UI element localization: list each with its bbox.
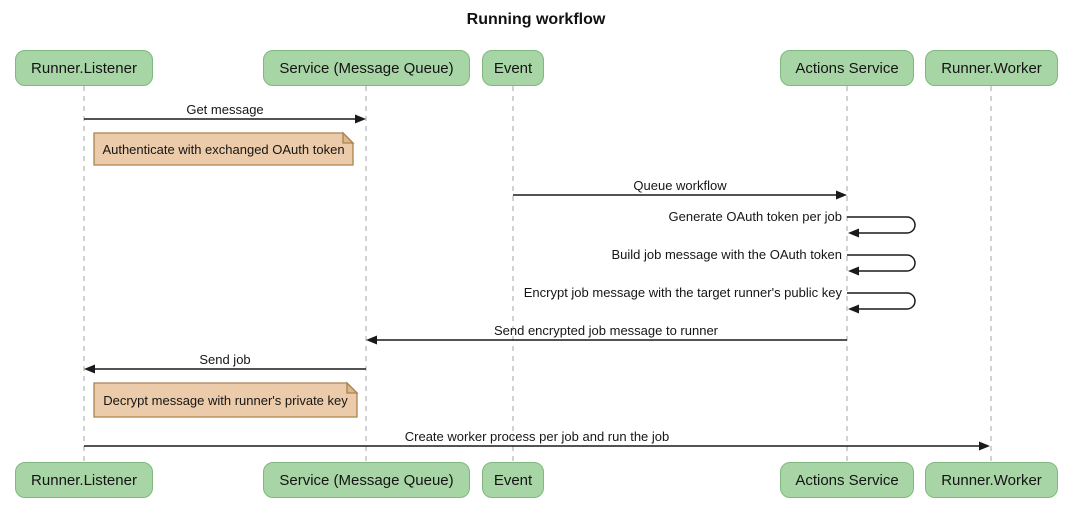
- participant-bottom-event: Event: [482, 462, 544, 498]
- arrow-build-job-message-self-loop: [847, 254, 916, 272]
- message-label-create-worker: Create worker process per job and run th…: [404, 429, 670, 444]
- message-label-send-encrypted: Send encrypted job message to runner: [493, 323, 719, 338]
- participant-bottom-actions-service: Actions Service: [780, 462, 914, 498]
- note-fold-corner: [346, 381, 359, 394]
- participant-top-runner-worker: Runner.Worker: [925, 50, 1058, 86]
- participant-label: Runner.Worker: [941, 59, 1042, 77]
- note-authenticate-oauth: Authenticate with exchanged OAuth token: [102, 141, 345, 157]
- diagram-title: Running workflow: [466, 11, 606, 28]
- note-shape-authenticate: [93, 131, 355, 166]
- arrowhead-build-job-message: [848, 266, 859, 276]
- participant-label: Actions Service: [795, 59, 899, 77]
- participant-top-actions-service: Actions Service: [780, 50, 914, 86]
- message-label-send-job: Send job: [199, 352, 251, 367]
- note-shapes: [93, 131, 359, 418]
- participant-label: Runner.Listener: [31, 59, 137, 77]
- note-decrypt-message: Decrypt message with runner's private ke…: [103, 392, 348, 408]
- arrowhead-create-worker: [979, 441, 990, 451]
- lifelines: [83, 86, 992, 462]
- arrowhead-encrypt-job-message: [848, 304, 859, 314]
- note-body: [93, 382, 358, 418]
- participant-label: Event: [493, 59, 533, 77]
- message-label-generate-oauth: Generate OAuth token per job: [668, 209, 842, 224]
- arrowhead-send-job: [84, 364, 95, 374]
- message-label-queue-workflow: Queue workflow: [633, 178, 727, 193]
- arrowhead-queue-workflow: [836, 190, 847, 200]
- note-fold-corner: [342, 131, 355, 144]
- participant-bottom-service-message-queue: Service (Message Queue): [263, 462, 470, 498]
- arrow-generate-oauth-self-loop: [847, 216, 916, 234]
- participant-label: Runner.Worker: [941, 471, 1042, 489]
- arrowheads: [84, 114, 990, 451]
- message-arrows: [84, 118, 980, 447]
- arrow-encrypt-job-message-self-loop: [847, 292, 916, 310]
- participant-top-runner-listener: Runner.Listener: [15, 50, 153, 86]
- note-shape-decrypt: [93, 381, 359, 418]
- participant-label: Service (Message Queue): [279, 471, 454, 489]
- message-label-encrypt-job-message: Encrypt job message with the target runn…: [523, 285, 842, 300]
- participant-bottom-runner-listener: Runner.Listener: [15, 462, 153, 498]
- participant-top-event: Event: [482, 50, 544, 86]
- arrowhead-send-encrypted: [366, 335, 377, 345]
- participant-label: Event: [493, 471, 533, 489]
- message-label-get-message: Get message: [186, 102, 264, 117]
- note-body: [93, 132, 354, 166]
- participant-bottom-runner-worker: Runner.Worker: [925, 462, 1058, 498]
- participant-label: Service (Message Queue): [279, 59, 454, 77]
- arrowhead-generate-oauth: [848, 228, 859, 238]
- participant-top-service-message-queue: Service (Message Queue): [263, 50, 470, 86]
- arrowhead-get-message: [355, 114, 366, 124]
- participant-label: Actions Service: [795, 471, 899, 489]
- participant-label: Runner.Listener: [31, 471, 137, 489]
- message-label-build-job-message: Build job message with the OAuth token: [611, 247, 842, 262]
